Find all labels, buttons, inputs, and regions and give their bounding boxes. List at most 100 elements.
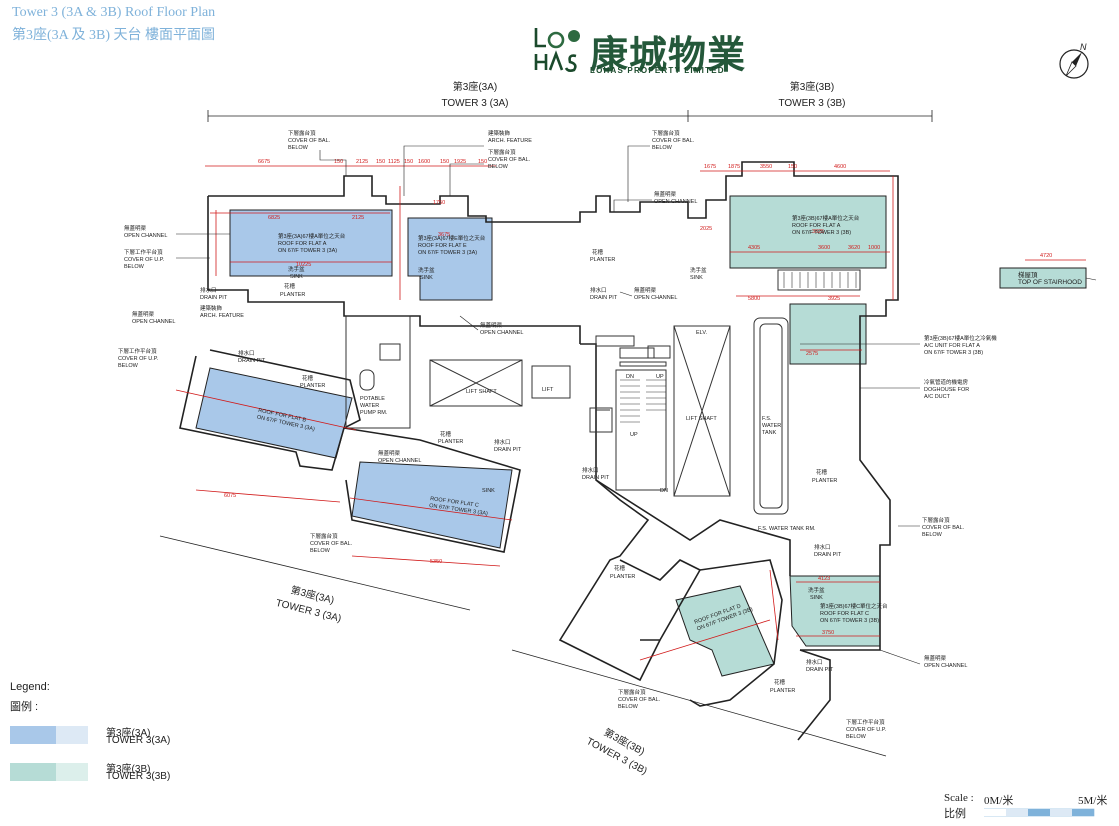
svg-text:DRAIN PIT: DRAIN PIT bbox=[814, 552, 842, 558]
svg-text:10225: 10225 bbox=[296, 262, 311, 268]
lift-shaft-label-2: LIFT SHAFT bbox=[686, 416, 717, 422]
svg-text:BELOW: BELOW bbox=[652, 145, 673, 151]
svg-text:DRAIN PIT: DRAIN PIT bbox=[582, 475, 610, 481]
svg-text:第3座(3A)67樓A單位之天台: 第3座(3A)67樓A單位之天台 bbox=[278, 232, 346, 240]
svg-text:150: 150 bbox=[440, 159, 449, 165]
dimension-line-bottom bbox=[195, 259, 1086, 567]
legend-3a-en: TOWER 3(3A) bbox=[106, 735, 171, 746]
cover-bal-label-3b-3: 下層露台頂 COVER OF BAL. BELOW bbox=[618, 688, 661, 710]
svg-text:150: 150 bbox=[334, 159, 343, 165]
svg-text:OPEN CHANNEL: OPEN CHANNEL bbox=[634, 295, 677, 301]
tower-extent-lines bbox=[207, 110, 933, 122]
svg-text:建築裝飾: 建築裝飾 bbox=[200, 304, 223, 312]
svg-text:COVER OF BAL.: COVER OF BAL. bbox=[310, 541, 353, 547]
svg-text:下層露台頂: 下層露台頂 bbox=[922, 516, 950, 524]
svg-text:下層露台頂: 下層露台頂 bbox=[618, 688, 646, 696]
elv-label: ELV. bbox=[696, 330, 707, 336]
drain-pit-label-3b-3: 排水口 DRAIN PIT bbox=[806, 658, 834, 673]
tower-3a-roof-areas bbox=[195, 209, 513, 549]
svg-text:LIFT: LIFT bbox=[542, 387, 554, 393]
roof-flat-c-3a bbox=[351, 461, 513, 549]
svg-text:PUMP RM.: PUMP RM. bbox=[360, 410, 388, 416]
svg-text:DN: DN bbox=[626, 374, 634, 380]
compass-letter: N bbox=[1080, 42, 1087, 52]
legend-swatch-3b-light bbox=[56, 763, 88, 781]
plan-title-en: Tower 3 (3A & 3B) Roof Floor Plan bbox=[12, 5, 216, 20]
cover-bal-label-3a: 下層露台頂 COVER OF BAL. BELOW bbox=[310, 532, 353, 554]
svg-text:1125: 1125 bbox=[388, 159, 400, 165]
scale-label-zh: 比例 bbox=[944, 808, 966, 820]
open-channel-label-left: 無蓋明渠 OPEN CHANNEL bbox=[124, 224, 167, 239]
svg-text:TOP OF STAIRHOOD: TOP OF STAIRHOOD bbox=[1018, 279, 1082, 286]
svg-text:6675: 6675 bbox=[258, 159, 270, 165]
svg-text:下層工作平台頂: 下層工作平台頂 bbox=[124, 248, 163, 256]
svg-text:WATER: WATER bbox=[360, 403, 379, 409]
svg-text:下層工作平台頂: 下層工作平台頂 bbox=[118, 347, 157, 355]
svg-text:洗手盆: 洗手盆 bbox=[418, 266, 435, 274]
svg-text:PLANTER: PLANTER bbox=[300, 383, 325, 389]
svg-text:TANK: TANK bbox=[762, 430, 777, 436]
svg-text:COVER OF U.P.: COVER OF U.P. bbox=[118, 356, 159, 362]
svg-text:1750: 1750 bbox=[433, 200, 445, 206]
svg-text:UP: UP bbox=[630, 432, 638, 438]
svg-text:1925: 1925 bbox=[454, 159, 466, 165]
cover-bal-label-3b-1: 下層露台頂 COVER OF BAL. BELOW bbox=[652, 129, 695, 151]
svg-text:排水口: 排水口 bbox=[494, 438, 511, 446]
svg-text:COVER OF BAL.: COVER OF BAL. bbox=[288, 138, 331, 144]
svg-text:2125: 2125 bbox=[352, 215, 364, 221]
svg-text:3600: 3600 bbox=[818, 245, 830, 251]
svg-text:BELOW: BELOW bbox=[488, 164, 509, 170]
svg-text:洗手盆: 洗手盆 bbox=[808, 586, 825, 594]
roof-flat-a-3a bbox=[229, 209, 393, 277]
svg-text:OPEN CHANNEL: OPEN CHANNEL bbox=[132, 319, 175, 325]
svg-text:第3座(3B)67樓A單位之天台: 第3座(3B)67樓A單位之天台 bbox=[792, 214, 860, 222]
planter-label-3a-2: 花槽 PLANTER bbox=[300, 374, 325, 389]
planter-label-center: 花槽 PLANTER bbox=[590, 248, 615, 263]
svg-text:COVER OF BAL.: COVER OF BAL. bbox=[922, 525, 965, 531]
sink-3a-c-label: SINK bbox=[482, 488, 495, 494]
svg-text:ON 67/F TOWER 3 (3A): ON 67/F TOWER 3 (3A) bbox=[418, 250, 477, 256]
svg-text:BELOW: BELOW bbox=[124, 264, 145, 270]
svg-text:2025: 2025 bbox=[700, 226, 712, 232]
svg-text:排水口: 排水口 bbox=[200, 286, 217, 294]
svg-text:OPEN CHANNEL: OPEN CHANNEL bbox=[124, 233, 167, 239]
svg-text:1675: 1675 bbox=[704, 164, 716, 170]
svg-text:SINK: SINK bbox=[290, 274, 303, 280]
scale-bar bbox=[984, 808, 1095, 817]
svg-text:ARCH. FEATURE: ARCH. FEATURE bbox=[488, 138, 532, 144]
ac-unit-area-3b bbox=[789, 303, 867, 365]
tower-3a-label-zh: 第3座(3A) bbox=[453, 80, 497, 93]
tower-3b-rotated-label: 第3座(3B) TOWER 3 (3B) bbox=[584, 725, 648, 777]
roof-flat-e-3a bbox=[407, 217, 493, 301]
drain-pit-label-3a: 排水口 DRAIN PIT bbox=[200, 286, 228, 301]
svg-text:BELOW: BELOW bbox=[118, 363, 139, 369]
svg-text:PLANTER: PLANTER bbox=[280, 292, 305, 298]
open-channel-label-3a: 無蓋明渠 OPEN CHANNEL bbox=[378, 449, 421, 464]
legend-swatch-3a-light bbox=[56, 726, 88, 744]
pump-room-label: POTABLE WATER PUMP RM. bbox=[360, 396, 388, 416]
svg-text:PLANTER: PLANTER bbox=[770, 688, 795, 694]
scale-end: 5M/米 bbox=[1078, 795, 1108, 807]
ac-unit-label: 第3座(3B)67樓A單位之冷氣機 A/C UNIT FOR FLAT A ON… bbox=[924, 334, 997, 356]
roof-flat-c-3b bbox=[789, 575, 881, 647]
legend-3a-zh: 第3座(3A) bbox=[106, 728, 151, 739]
cover-bal-label-1: 下層露台頂 COVER OF BAL. BELOW bbox=[288, 129, 331, 151]
legend-swatch-3a-dark bbox=[10, 726, 56, 744]
svg-text:下層露台頂: 下層露台頂 bbox=[288, 129, 316, 137]
planter-label-3b-3: 花槽 PLANTER bbox=[770, 678, 795, 694]
legend-3b-en: TOWER 3(3B) bbox=[106, 771, 171, 782]
svg-text:3550: 3550 bbox=[760, 164, 772, 170]
svg-text:DRAIN PIT: DRAIN PIT bbox=[806, 667, 834, 673]
svg-text:洗手盆: 洗手盆 bbox=[288, 265, 305, 273]
svg-text:DRAIN PIT: DRAIN PIT bbox=[238, 358, 266, 364]
drain-pit-label-3b-2: 排水口 DRAIN PIT bbox=[582, 466, 610, 481]
scale-start: 0M/米 bbox=[984, 795, 1014, 807]
svg-text:DRAIN PIT: DRAIN PIT bbox=[200, 295, 228, 301]
svg-text:OPEN CHANNEL: OPEN CHANNEL bbox=[924, 663, 967, 669]
logo-english-name: LOHAS PROPERTY LIMITED bbox=[590, 66, 725, 75]
cover-up-label-left: 下層工作平台頂 COVER OF U.P. BELOW bbox=[124, 248, 165, 270]
svg-text:PLANTER: PLANTER bbox=[438, 439, 463, 445]
svg-text:3825: 3825 bbox=[812, 229, 824, 235]
svg-text:無蓋明渠: 無蓋明渠 bbox=[132, 310, 155, 318]
